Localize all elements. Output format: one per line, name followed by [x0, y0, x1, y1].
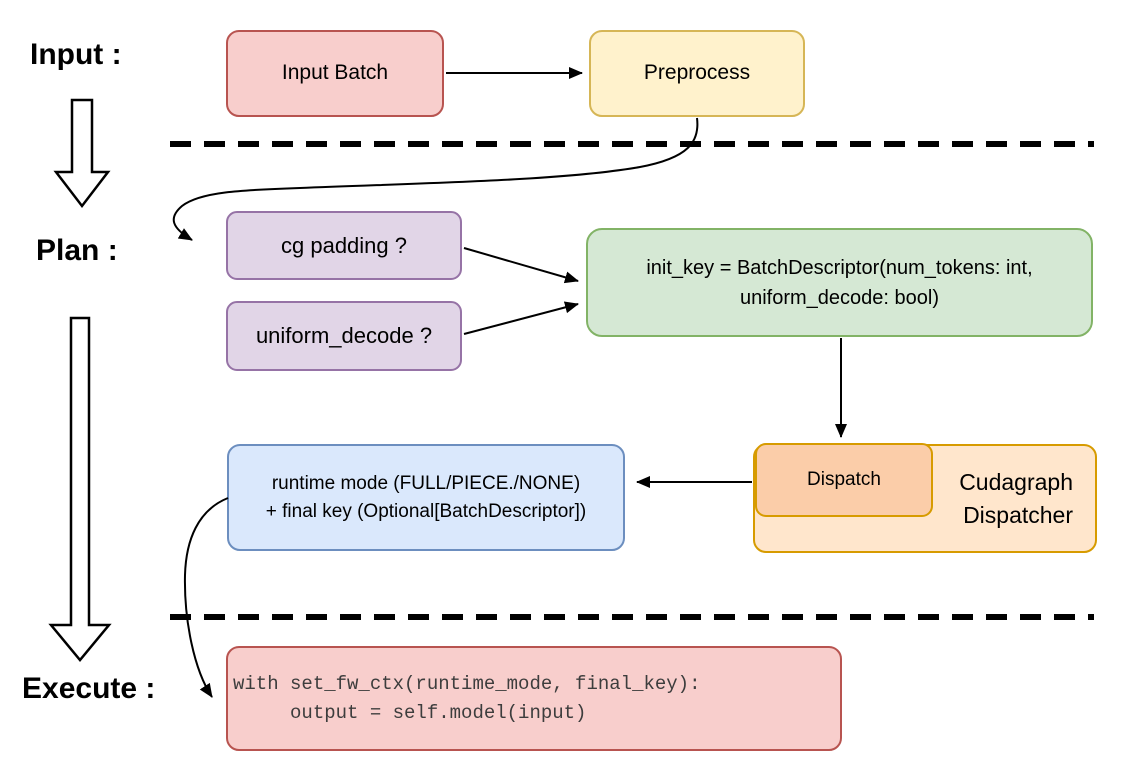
node-dispatch-label: Dispatch	[807, 469, 881, 491]
stage-label-execute: Execute :	[22, 672, 156, 705]
node-cudagraph-dispatcher-line2: Dispatcher	[963, 501, 1073, 528]
arrow-cg-padding-to-init-key	[463, 247, 579, 284]
node-cudagraph-dispatcher-line1: Cudagraph	[959, 468, 1073, 495]
arrow-runtime-mode-to-execute-code	[183, 497, 229, 698]
node-runtime-mode: runtime mode (FULL/PIECE./NONE) + final …	[227, 444, 625, 551]
node-uniform-decode-label: uniform_decode ?	[255, 323, 433, 349]
stage-arrow-plan-to-execute	[48, 316, 112, 662]
node-cg-padding-label: cg padding ?	[281, 232, 407, 258]
node-preprocess-label: Preprocess	[643, 61, 751, 85]
arrow-uniform-decode-to-init-key	[463, 301, 579, 335]
node-dispatch: Dispatch	[755, 443, 933, 517]
node-execute-code-line1: with set_fw_ctx(runtime_mode, final_key)…	[233, 672, 701, 695]
stage-label-input: Input :	[30, 38, 122, 71]
stage-label-plan: Plan :	[36, 234, 118, 267]
node-execute-code-line2: output = self.model(input)	[233, 701, 587, 724]
node-runtime-mode-line2: + final key (Optional[BatchDescriptor])	[265, 500, 587, 522]
node-init-key-line2: uniform_decode: bool)	[739, 286, 939, 309]
node-execute-code: with set_fw_ctx(runtime_mode, final_key)…	[226, 646, 842, 751]
node-cg-padding: cg padding ?	[226, 211, 462, 280]
node-init-key: init_key = BatchDescriptor(num_tokens: i…	[586, 228, 1093, 337]
node-input-batch: Input Batch	[226, 30, 444, 117]
stage-arrow-input-to-plan	[53, 98, 111, 209]
node-uniform-decode: uniform_decode ?	[226, 301, 462, 371]
node-init-key-line1: init_key = BatchDescriptor(num_tokens: i…	[646, 256, 1033, 279]
node-preprocess: Preprocess	[589, 30, 805, 117]
node-input-batch-label: Input Batch	[281, 61, 389, 85]
node-runtime-mode-line1: runtime mode (FULL/PIECE./NONE)	[271, 472, 581, 494]
